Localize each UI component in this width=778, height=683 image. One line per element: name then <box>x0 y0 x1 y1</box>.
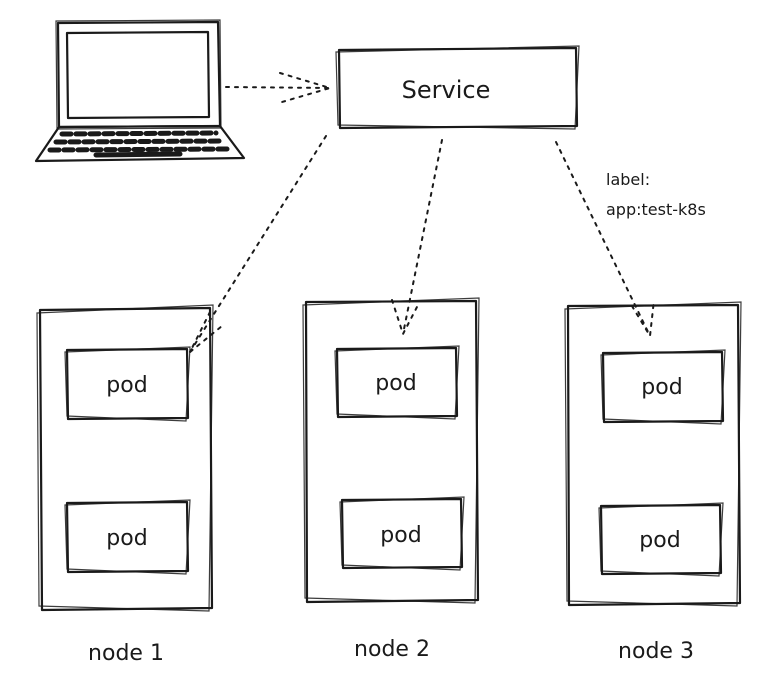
pod-box: pod <box>334 345 460 420</box>
pod-label: pod <box>639 528 680 553</box>
pod-label: pod <box>106 373 147 398</box>
service-box: Service <box>335 45 580 130</box>
service-to-pod-arrow-2 <box>391 139 443 337</box>
pod-box: pod <box>598 502 724 577</box>
pod-box: pod <box>64 346 191 422</box>
node-2: pod pod <box>302 297 480 604</box>
laptop-icon <box>34 19 246 163</box>
client-to-service-arrow <box>225 72 334 103</box>
selector-label-value: app:test-k8s <box>606 200 706 219</box>
pod-box: pod <box>600 349 726 425</box>
node-1-label: node 1 <box>88 641 164 666</box>
pod-box: pod <box>64 499 191 575</box>
pod-box: pod <box>339 496 465 571</box>
pod-label: pod <box>641 375 682 400</box>
service-to-pod-arrow-3 <box>555 141 655 340</box>
node-1: pod pod <box>36 304 214 612</box>
node-2-label: node 2 <box>354 637 430 662</box>
selector-label-key: label: <box>606 170 650 189</box>
pod-label: pod <box>380 523 421 548</box>
node-3: pod pod <box>564 301 742 607</box>
pod-label: pod <box>375 371 416 396</box>
node-3-label: node 3 <box>618 639 694 664</box>
pod-label: pod <box>106 526 147 551</box>
service-label: Service <box>402 76 491 104</box>
